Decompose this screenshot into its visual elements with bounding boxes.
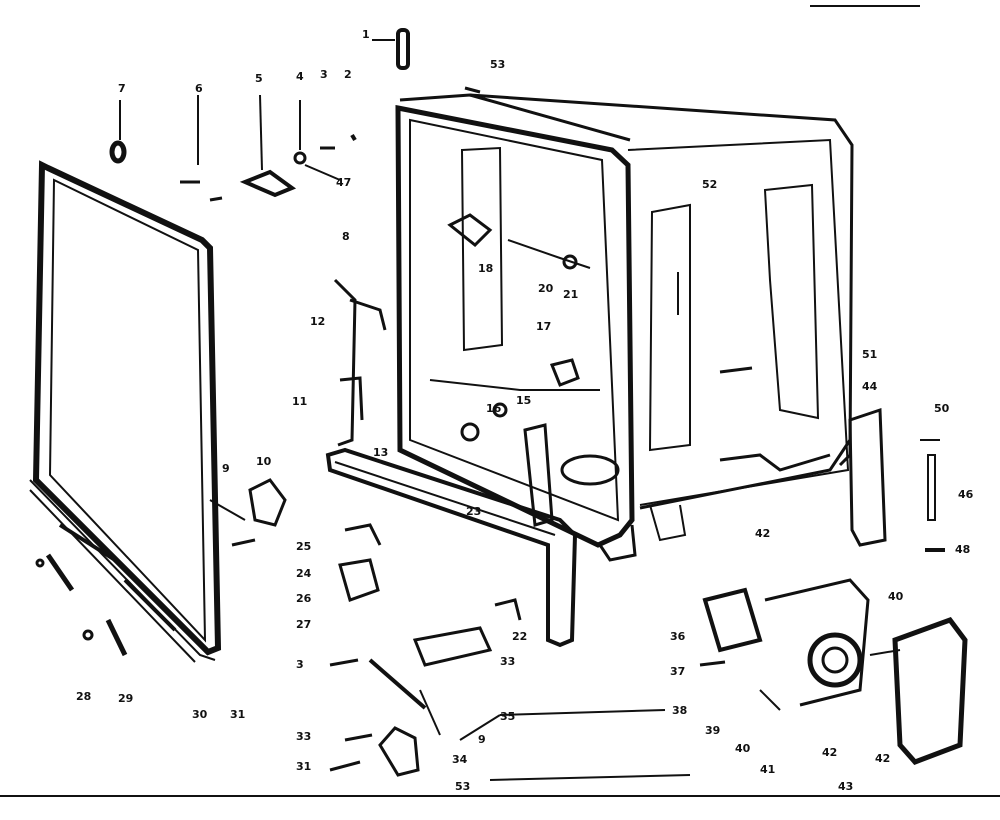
callout-46: 46	[958, 488, 974, 501]
callout-31b: 31	[230, 708, 245, 721]
callout-9: 9	[222, 462, 230, 475]
callout-20: 20	[538, 282, 554, 295]
callout-18: 18	[478, 262, 493, 275]
callout-28: 28	[76, 690, 91, 703]
callout-10: 10	[256, 455, 272, 468]
callout-33: 33	[500, 655, 515, 668]
callout-40b: 40	[735, 742, 751, 755]
callout-49: 50	[934, 402, 950, 415]
callout-labels: 1 53 7 6 5 4 3 2 47 8 52 18 20 21 17 12 …	[76, 28, 974, 793]
callout-1: 1	[362, 28, 370, 41]
callout-34: 34	[452, 753, 468, 766]
callout-29: 29	[118, 692, 133, 705]
callout-6: 6	[195, 82, 203, 95]
callout-24: 24	[296, 567, 312, 580]
callout-4: 4	[296, 70, 304, 83]
callout-50: 51	[862, 348, 877, 361]
tub-assembly	[395, 86, 854, 562]
callout-27: 27	[296, 618, 311, 631]
callout-39: 39	[705, 724, 720, 737]
callout-42: 42	[822, 746, 837, 759]
callout-15: 15	[516, 394, 531, 407]
callout-45: 44	[862, 380, 878, 393]
callout-5: 5	[255, 72, 263, 85]
callout-43: 42	[755, 527, 770, 540]
callout-41: 41	[760, 763, 775, 776]
callout-17: 17	[536, 320, 551, 333]
lower-parts	[35, 478, 691, 781]
top-hardware	[109, 28, 410, 202]
callout-44: 43	[838, 780, 853, 793]
callout-9b: 9	[478, 733, 486, 746]
callout-13: 13	[373, 446, 388, 459]
callout-7: 7	[118, 82, 126, 95]
callout-40: 40	[888, 590, 904, 603]
callout-22: 22	[512, 630, 527, 643]
callout-12: 12	[310, 315, 325, 328]
callout-8: 8	[342, 230, 350, 243]
callout-35: 35	[500, 710, 515, 723]
baseline	[0, 5, 1000, 797]
callout-16: 16	[486, 402, 502, 415]
callout-36: 36	[670, 630, 686, 643]
callout-23: 23	[466, 505, 481, 518]
callout-25: 25	[296, 540, 311, 553]
callout-52: 53	[490, 58, 505, 71]
callout-11: 11	[292, 395, 307, 408]
callout-3: 3	[320, 68, 328, 81]
callout-32: 33	[296, 730, 311, 743]
callout-3b: 3	[296, 658, 304, 671]
callout-31: 31	[296, 760, 311, 773]
callout-51: 52	[702, 178, 717, 191]
callout-26: 26	[296, 592, 312, 605]
callout-47: 48	[955, 543, 970, 556]
callout-2: 2	[344, 68, 352, 81]
callout-30: 30	[192, 708, 208, 721]
callout-48: 47	[336, 176, 351, 189]
callout-38: 38	[672, 704, 687, 717]
callout-21: 21	[563, 288, 578, 301]
callout-43b: 42	[875, 752, 890, 765]
callout-53: 53	[455, 780, 470, 793]
base-frame	[325, 278, 945, 648]
pump-motor-assembly	[699, 578, 968, 765]
callout-37: 37	[670, 665, 685, 678]
door-panel	[29, 160, 246, 663]
